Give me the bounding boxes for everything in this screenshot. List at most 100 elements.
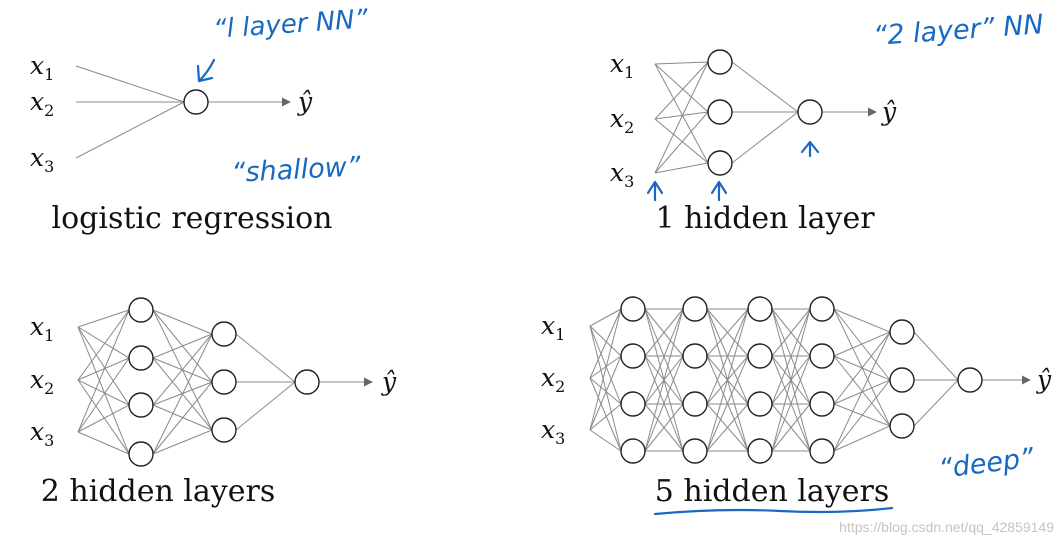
- two-hidden-hidden-node-l2-1: [211, 321, 237, 347]
- five-hidden-edge-32: [706, 308, 749, 357]
- ink-caret-hidden: [710, 180, 728, 202]
- two-hidden-edge-6: [77, 379, 130, 406]
- five-hidden-hidden-node-l4-1: [809, 296, 835, 322]
- two-hidden-edge-21: [152, 333, 213, 455]
- two-hidden-edge-22: [152, 381, 213, 455]
- five-hidden-edge-26: [644, 403, 684, 452]
- five-hidden-edge-20: [644, 308, 684, 405]
- one-hidden-edge-3: [654, 61, 709, 120]
- five-hidden-hidden-node-l2-1: [682, 296, 708, 322]
- two-hidden-edge-11: [77, 431, 130, 455]
- two-hidden-edge-2: [77, 326, 130, 406]
- two-hidden-input-label-3: x3: [30, 417, 54, 450]
- caption-two-hidden-layers: 2 hidden layers: [41, 474, 275, 509]
- annotation-one-layer-nn: “l layer NN”: [212, 4, 369, 45]
- five-hidden-edge-58: [771, 403, 811, 452]
- five-hidden-input-label-1: x1: [541, 311, 565, 344]
- five-hidden-hidden-node-l3-4: [747, 438, 773, 464]
- one-hidden-edge-2: [654, 63, 709, 164]
- five-hidden-edge-5: [589, 355, 622, 379]
- five-hidden-edge-69: [833, 331, 891, 452]
- five-hidden-edge-0: [589, 308, 622, 327]
- five-hidden-edge-4: [589, 308, 622, 379]
- logistic-input-label-3: x3: [30, 143, 54, 176]
- five-hidden-edge-57: [771, 355, 811, 452]
- two-hidden-output-label: ŷ: [381, 367, 397, 396]
- five-hidden-edge-9: [589, 355, 622, 431]
- five-hidden-edge-66: [833, 331, 891, 405]
- five-hidden-hidden-node-l2-2: [682, 343, 708, 369]
- one-hidden-input-label-3: x3: [610, 158, 634, 191]
- two-hidden-output-node: [294, 369, 320, 395]
- five-hidden-hidden-node-l1-2: [620, 343, 646, 369]
- two-hidden-hidden-node-l1-1: [128, 297, 154, 323]
- one-hidden-edge-6: [654, 61, 709, 174]
- five-hidden-edge-25: [644, 355, 684, 452]
- two-hidden-edge-8: [77, 309, 130, 433]
- two-hidden-hidden-node-l1-2: [128, 345, 154, 371]
- one-hidden-edge-1: [654, 63, 709, 113]
- caption-logistic-regression: logistic regression: [51, 201, 332, 236]
- caption-five-hidden-layers: 5 hidden layers: [655, 474, 889, 509]
- annotation-two-layer-nn: “2 layer” NN: [872, 9, 1044, 52]
- five-hidden-edge-40: [706, 308, 749, 452]
- five-hidden-hidden-node-l5-2: [889, 367, 915, 393]
- five-hidden-edge-41: [706, 355, 749, 452]
- one-hidden-output-node: [797, 99, 823, 125]
- two-hidden-edge-24: [235, 333, 296, 383]
- two-hidden-edge-5: [77, 357, 130, 381]
- one-hidden-edge-9: [731, 61, 799, 113]
- one-hidden-edge-5: [654, 118, 709, 164]
- two-hidden-edge-23: [152, 429, 213, 455]
- five-hidden-edge-63: [833, 331, 891, 357]
- five-hidden-edge-16: [644, 308, 684, 357]
- ink-caret-output: [800, 140, 820, 158]
- one-hidden-edge-4: [654, 111, 709, 120]
- caption-one-hidden-layer: 1 hidden layer: [655, 201, 875, 236]
- two-hidden-edge-4: [77, 309, 130, 381]
- five-hidden-edge-10: [589, 403, 622, 431]
- five-hidden-edge-74: [913, 379, 959, 427]
- two-hidden-hidden-node-l2-3: [211, 417, 237, 443]
- two-hidden-edge-7: [77, 379, 130, 455]
- watermark-text: https://blog.csdn.net/qq_42859149: [839, 519, 1054, 535]
- one-hidden-edge-0: [654, 61, 709, 65]
- five-hidden-edge-48: [771, 308, 811, 357]
- five-hidden-edge-2: [589, 325, 622, 405]
- five-hidden-edge-36: [706, 308, 749, 405]
- five-hidden-hidden-node-l3-1: [747, 296, 773, 322]
- one-hidden-edge-8: [654, 162, 709, 174]
- two-hidden-edge-0: [77, 309, 130, 328]
- five-hidden-hidden-node-l4-2: [809, 343, 835, 369]
- five-hidden-hidden-node-l4-4: [809, 438, 835, 464]
- one-hidden-hidden-node-l1-1: [707, 49, 733, 75]
- logistic-input-label-1: x1: [30, 51, 54, 84]
- two-hidden-edge-3: [77, 326, 130, 455]
- five-hidden-edge-7: [589, 377, 622, 452]
- ink-pointer-arrow: [196, 58, 216, 83]
- one-hidden-edge-7: [654, 111, 709, 174]
- two-hidden-hidden-node-l1-3: [128, 392, 154, 418]
- two-hidden-edge-12: [152, 309, 213, 335]
- five-hidden-hidden-node-l3-2: [747, 343, 773, 369]
- one-hidden-edge-11: [731, 111, 799, 164]
- five-hidden-hidden-node-l2-4: [682, 438, 708, 464]
- five-hidden-output-label: ŷ: [1036, 365, 1052, 394]
- two-hidden-hidden-node-l2-2: [211, 369, 237, 395]
- annotation-shallow: “shallow”: [231, 151, 363, 189]
- one-hidden-output-label: ŷ: [881, 97, 897, 126]
- two-hidden-input-label-1: x1: [30, 312, 54, 345]
- five-hidden-hidden-node-l4-3: [809, 391, 835, 417]
- five-hidden-edge-42: [706, 403, 749, 452]
- ink-underline-five-hidden: [653, 506, 894, 516]
- five-hidden-input-label-2: x2: [541, 363, 565, 396]
- two-hidden-edge-15: [152, 333, 213, 359]
- one-hidden-input-label-1: x1: [610, 49, 634, 82]
- five-hidden-hidden-node-l5-3: [889, 413, 915, 439]
- five-hidden-hidden-node-l1-1: [620, 296, 646, 322]
- one-hidden-hidden-node-l1-2: [707, 99, 733, 125]
- one-hidden-hidden-node-l1-3: [707, 150, 733, 176]
- two-hidden-edge-9: [77, 357, 130, 433]
